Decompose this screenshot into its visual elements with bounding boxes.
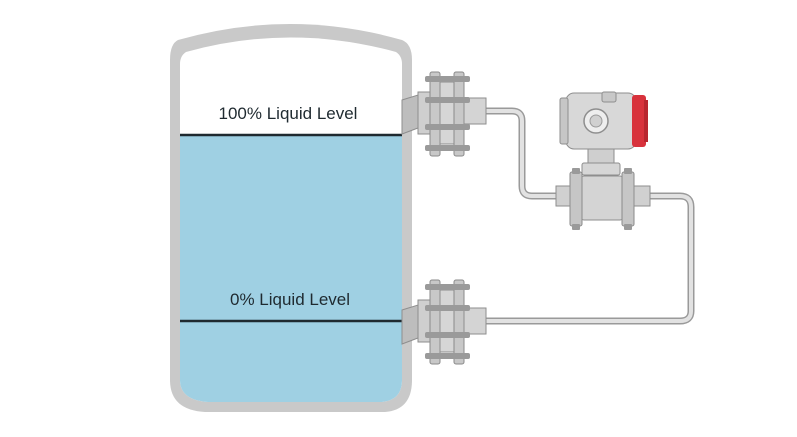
lower-flange-bolts xyxy=(425,284,470,359)
low-level-label: 0% Liquid Level xyxy=(230,290,350,309)
vessel: 100% Liquid Level 0% Liquid Level xyxy=(170,24,412,412)
upper-flange-assembly xyxy=(401,71,487,157)
high-side-pipe xyxy=(486,107,566,200)
transmitter-red-cap xyxy=(632,95,646,147)
high-level-label: 100% Liquid Level xyxy=(219,104,358,123)
upper-flange-bolts xyxy=(425,76,470,151)
impulse-piping xyxy=(486,107,695,325)
lower-flange-assembly xyxy=(401,279,487,365)
transmitter-bolts xyxy=(572,168,632,230)
sensor-module xyxy=(579,175,625,221)
liquid-fill xyxy=(180,135,402,402)
pressure-transmitter xyxy=(555,91,651,230)
